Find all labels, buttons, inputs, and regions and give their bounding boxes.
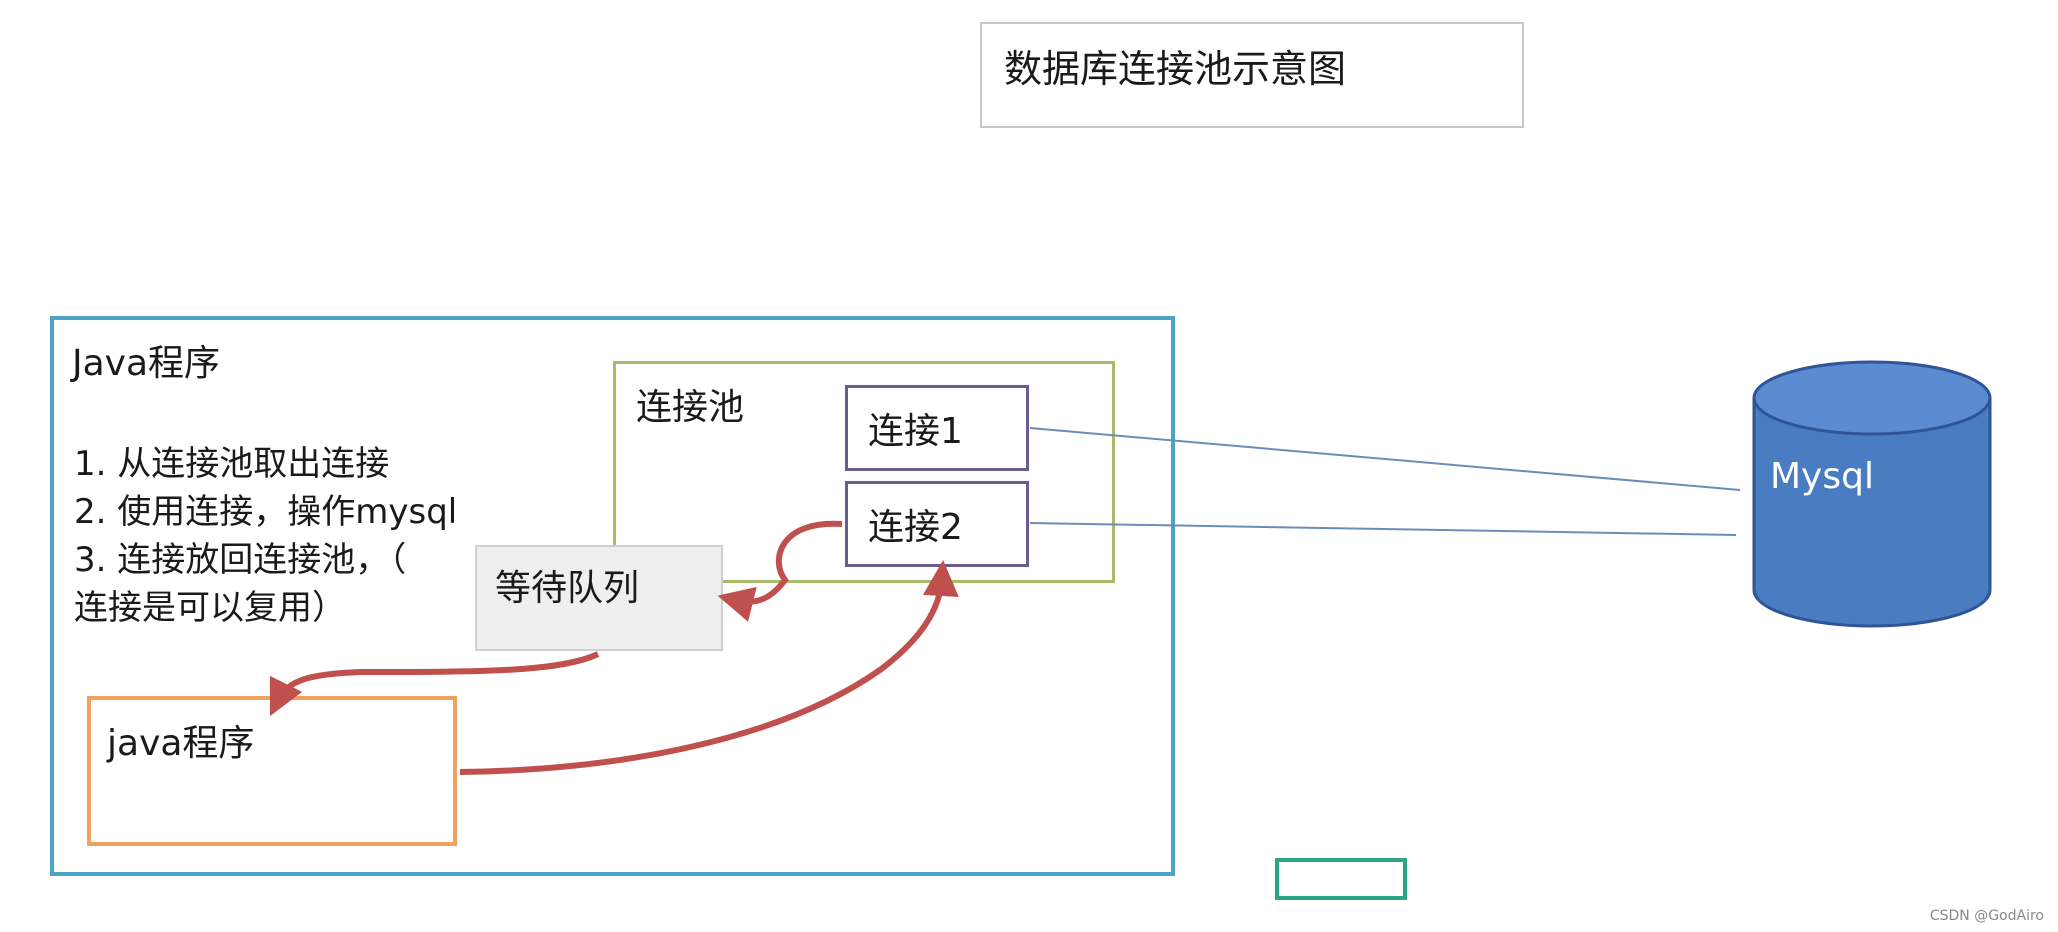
connection-2: 连接2	[845, 481, 1029, 567]
connection-pool-title: 连接池	[636, 387, 745, 428]
step-2: 2. 使用连接，操作mysql	[74, 492, 458, 532]
green-rectangle	[1275, 858, 1407, 900]
java-program-title: Java程序	[72, 343, 221, 384]
step-3-continued: 连接是可以复用）	[74, 588, 346, 628]
inner-java-program-title: java程序	[107, 723, 255, 764]
inner-java-program-box: java程序	[87, 696, 457, 846]
step-1: 1. 从连接池取出连接	[74, 444, 390, 484]
diagram-title-box: 数据库连接池示意图	[980, 22, 1524, 128]
diagram-title: 数据库连接池示意图	[1004, 47, 1347, 91]
mysql-label: Mysql	[1770, 456, 1874, 497]
watermark: CSDN @GodAiro	[1929, 908, 2044, 924]
step-3: 3. 连接放回连接池，（	[74, 540, 407, 580]
wait-queue-box: 等待队列	[475, 545, 723, 651]
java-program-steps: 1. 从连接池取出连接 2. 使用连接，操作mysql 3. 连接放回连接池，（…	[74, 440, 457, 632]
java-program-container: Java程序 1. 从连接池取出连接 2. 使用连接，操作mysql 3. 连接…	[50, 316, 1175, 876]
connection-1: 连接1	[845, 385, 1029, 471]
